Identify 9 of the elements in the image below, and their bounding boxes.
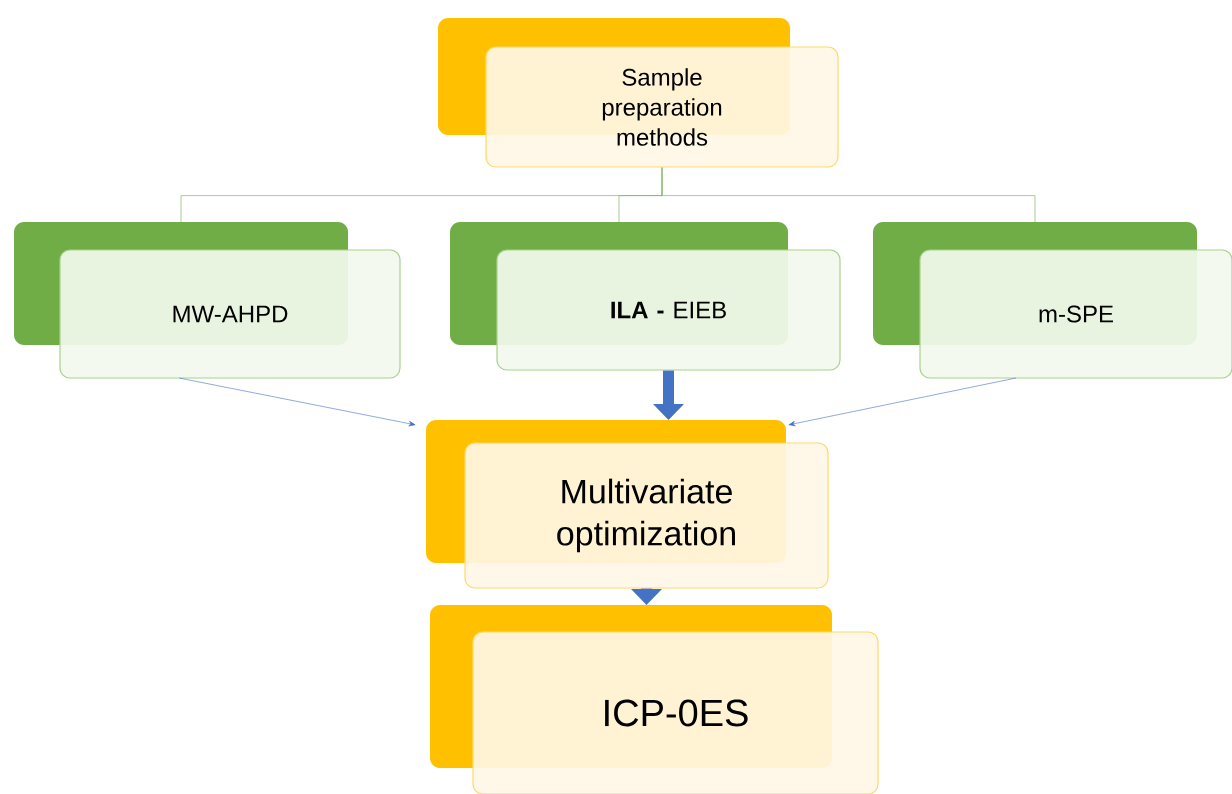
process-box: MW-AHPD bbox=[14, 222, 401, 379]
arrow bbox=[178, 377, 416, 427]
process-box: ICP-0ES bbox=[430, 605, 879, 794]
connector-line bbox=[661, 167, 1036, 223]
arrow bbox=[788, 377, 1017, 427]
process-box: Multivariate optimization bbox=[426, 420, 829, 589]
process-box: m-SPE bbox=[873, 222, 1232, 379]
process-box: Sample preparation methods bbox=[438, 18, 839, 168]
process-box: ILA - EIEB bbox=[450, 222, 841, 371]
